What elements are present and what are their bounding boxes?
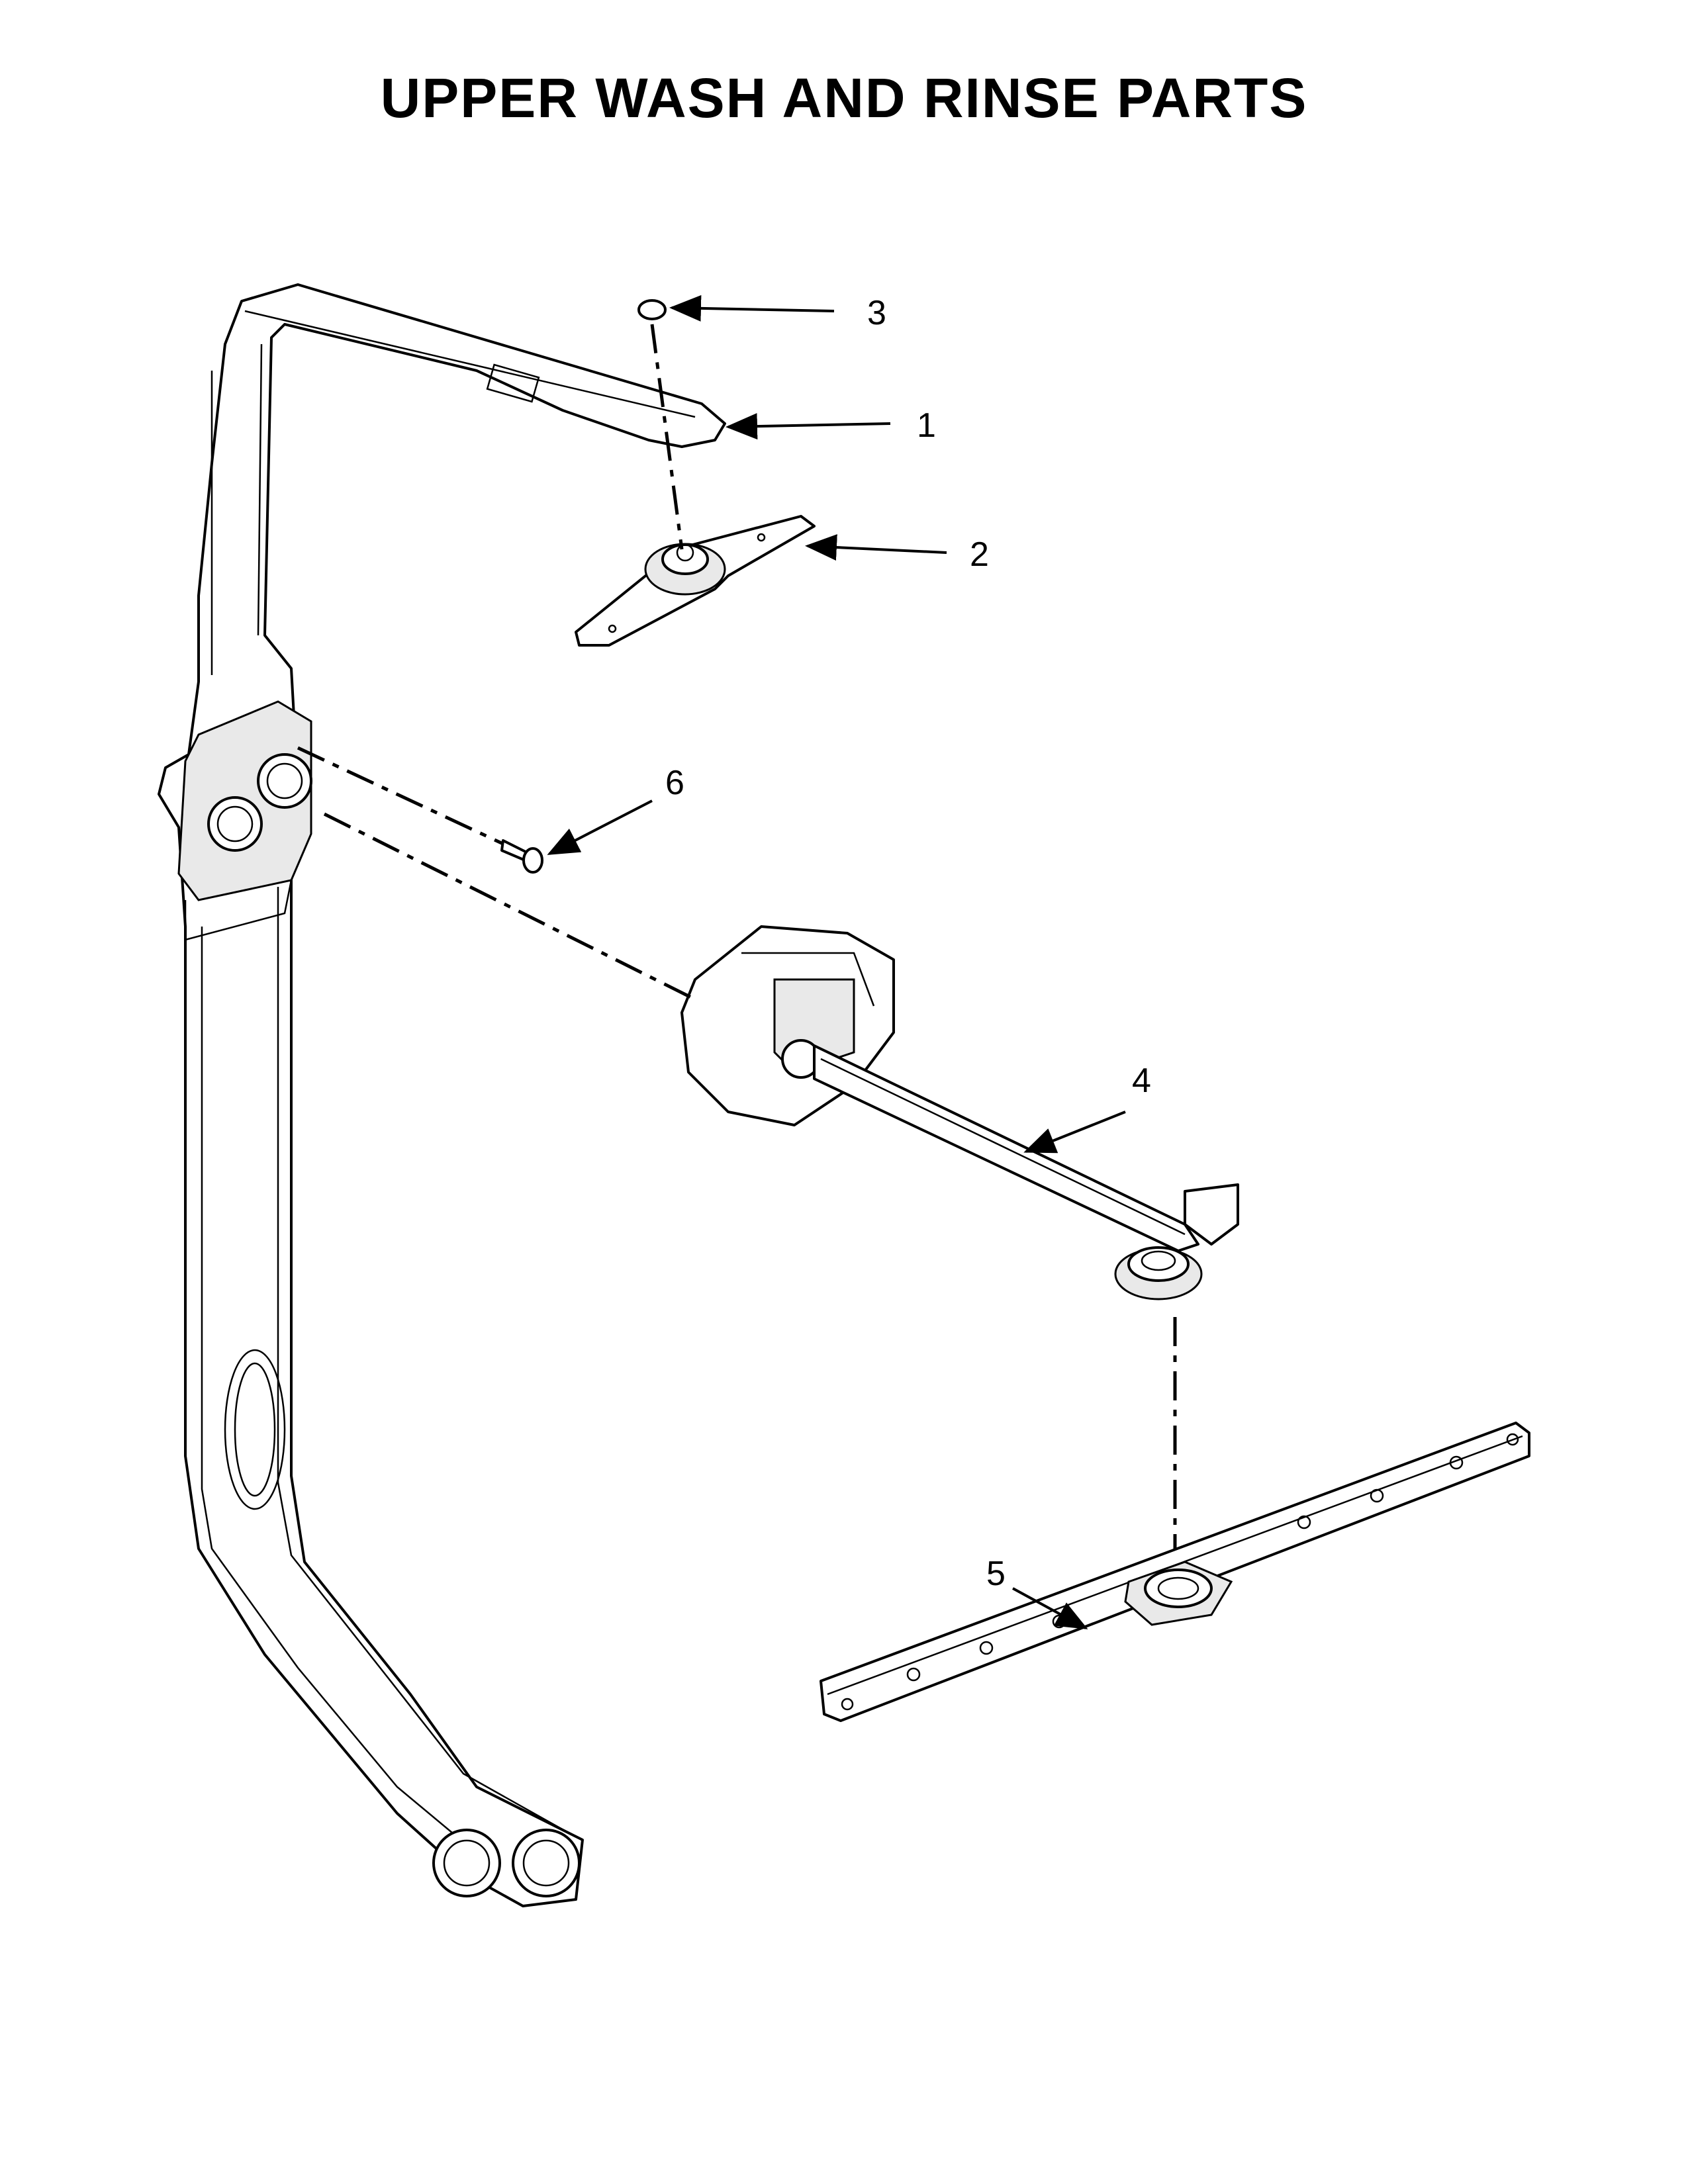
- callout-1: 1: [917, 406, 936, 445]
- callout-2: 2: [970, 535, 989, 574]
- callout-6: 6: [665, 764, 684, 802]
- callout-5: 5: [986, 1555, 1006, 1593]
- alignment-lines: [297, 324, 1177, 1549]
- part-6-screw: [500, 839, 543, 874]
- part-3-cap: [637, 299, 667, 320]
- part-4-manifold: [680, 925, 1239, 1300]
- supply-tube: [158, 283, 726, 1907]
- page-title: UPPER WASH AND RINSE PARTS: [380, 67, 1308, 129]
- leader-arrows: [547, 295, 1126, 1629]
- callout-3: 3: [867, 294, 886, 332]
- part-5-spray-arm: [820, 1422, 1530, 1722]
- callout-4: 4: [1132, 1062, 1151, 1100]
- part-2-upper-spray-arm: [575, 515, 816, 647]
